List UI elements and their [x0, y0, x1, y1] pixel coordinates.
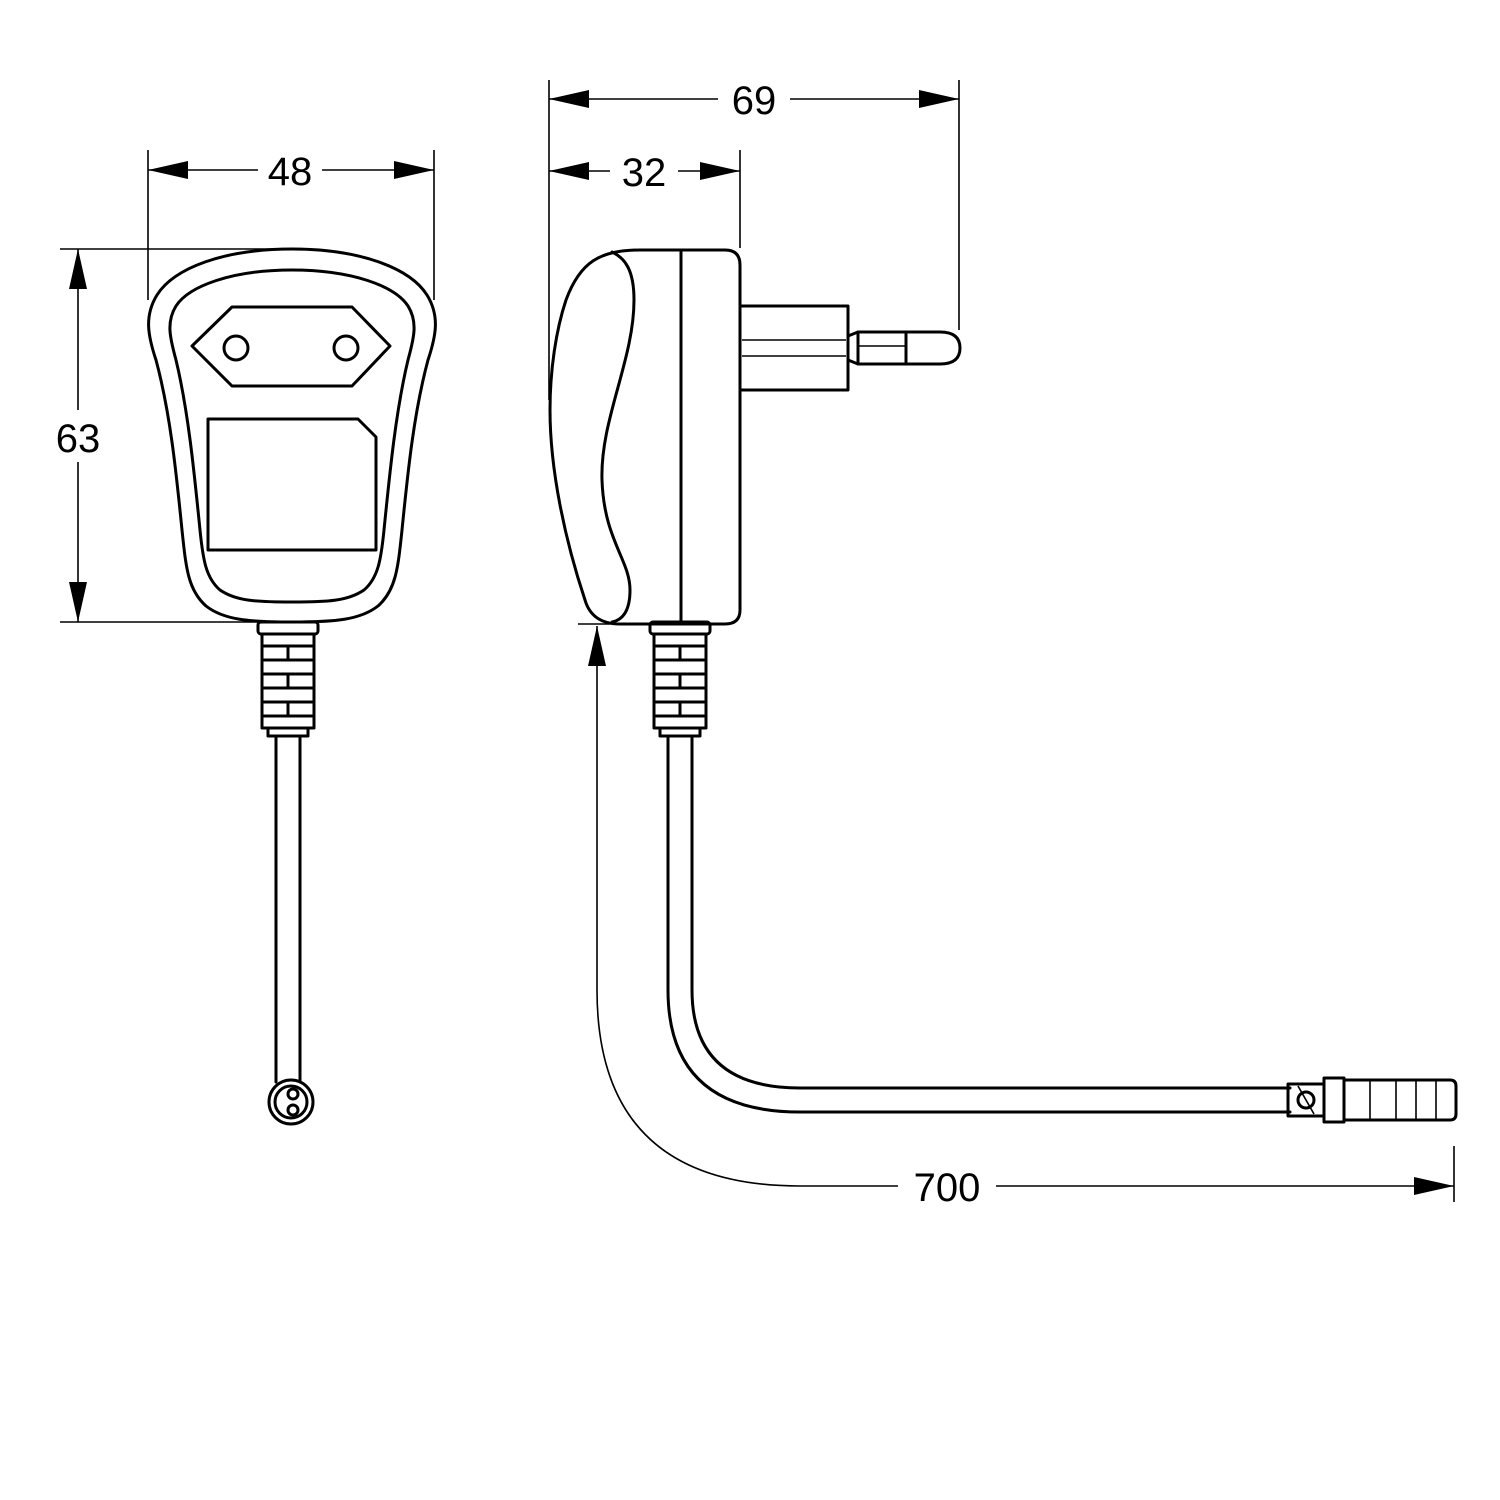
dimension-cable-length: 700 [578, 623, 1455, 1210]
front-view [147, 247, 437, 1126]
dimension-label-front-height: 63 [56, 417, 101, 461]
socket-plate [190, 305, 392, 388]
dimension-front-width: 48 [147, 150, 435, 300]
side-strain-relief [648, 620, 712, 738]
socket-hole-left [222, 334, 250, 362]
plug-pin [738, 304, 962, 392]
dimension-body-depth: 32 [549, 150, 741, 248]
dimension-label-front-width: 48 [268, 150, 313, 194]
label-area [206, 417, 378, 552]
front-strain-relief [256, 620, 320, 738]
dimension-label-cable-length: 700 [914, 1166, 981, 1210]
dimension-plug-to-pin: 69 [548, 79, 960, 400]
side-housing-outline [548, 248, 742, 626]
socket-hole-right [332, 334, 360, 362]
dimension-front-height: 63 [56, 248, 292, 623]
side-cover-curve [600, 250, 636, 624]
dimension-label-body-depth: 32 [622, 151, 667, 195]
side-cable-connector [1286, 1076, 1458, 1124]
side-cable-inner-edge [690, 734, 1292, 1090]
front-cable-connector [267, 1078, 315, 1126]
side-cable-outer-edge [666, 734, 1292, 1114]
side-view [548, 248, 1458, 1124]
front-housing-outline [147, 247, 437, 624]
front-housing-inner [168, 268, 416, 604]
dimension-label-plug-to-pin: 69 [732, 79, 777, 123]
